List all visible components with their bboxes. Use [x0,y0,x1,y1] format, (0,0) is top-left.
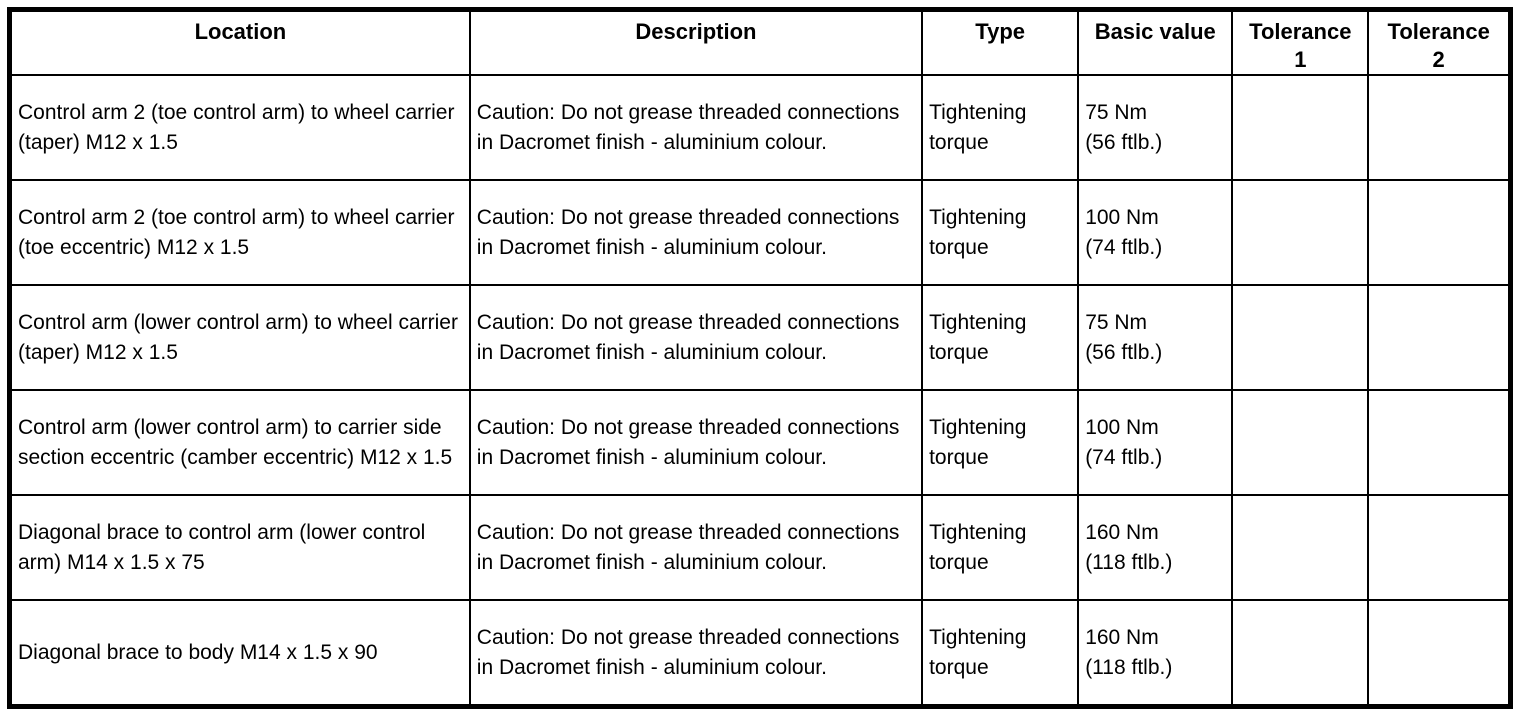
column-header-type: Type [921,8,1080,76]
location-cell: Control arm 2 (toe control arm) to wheel… [8,179,471,286]
basic-value-cell: 100 Nm (74 ftlb.) [1077,389,1234,496]
tolerance-1-cell [1231,179,1370,286]
table-row: Diagonal brace to body M14 x 1.5 x 90 Ca… [8,599,1512,708]
description-cell: Caution: Do not grease threaded connecti… [468,494,924,601]
tolerance-2-cell [1367,179,1512,286]
location-cell: Diagonal brace to control arm (lower con… [8,494,471,601]
basic-value-cell: 75 Nm (56 ftlb.) [1077,284,1234,391]
basic-value-cell: 100 Nm (74 ftlb.) [1077,179,1234,286]
type-cell: Tightening torque [921,74,1080,181]
basic-value-cell: 160 Nm (118 ftlb.) [1077,599,1234,708]
tolerance-1-cell [1231,494,1370,601]
header-row: Location Description Type Basic value To… [8,8,1512,76]
column-header-basic-value: Basic value [1077,8,1234,76]
tolerance-2-cell [1367,494,1512,601]
tolerance-2-cell [1367,284,1512,391]
table-header: Location Description Type Basic value To… [8,8,1512,76]
table-body: Control arm 2 (toe control arm) to wheel… [8,74,1512,708]
location-cell: Control arm (lower control arm) to wheel… [8,284,471,391]
location-cell: Diagonal brace to body M14 x 1.5 x 90 [8,599,471,708]
basic-value-cell: 75 Nm (56 ftlb.) [1077,74,1234,181]
column-header-description: Description [468,8,924,76]
type-cell: Tightening torque [921,494,1080,601]
tolerance-1-cell [1231,74,1370,181]
type-cell: Tightening torque [921,389,1080,496]
description-cell: Caution: Do not grease threaded connecti… [468,179,924,286]
tolerance-1-cell [1231,284,1370,391]
location-cell: Control arm (lower control arm) to carri… [8,389,471,496]
table-row: Control arm (lower control arm) to carri… [8,389,1512,496]
description-cell: Caution: Do not grease threaded connecti… [468,74,924,181]
tolerance-2-cell [1367,74,1512,181]
type-cell: Tightening torque [921,599,1080,708]
tolerance-2-cell [1367,389,1512,496]
column-header-tolerance-1: Tolerance 1 [1231,8,1370,76]
tolerance-1-cell [1231,389,1370,496]
torque-spec-table: Location Description Type Basic value To… [7,7,1513,709]
table-row: Control arm (lower control arm) to wheel… [8,284,1512,391]
location-cell: Control arm 2 (toe control arm) to wheel… [8,74,471,181]
type-cell: Tightening torque [921,179,1080,286]
type-cell: Tightening torque [921,284,1080,391]
table-row: Control arm 2 (toe control arm) to wheel… [8,74,1512,181]
description-cell: Caution: Do not grease threaded connecti… [468,284,924,391]
tolerance-1-cell [1231,599,1370,708]
basic-value-cell: 160 Nm (118 ftlb.) [1077,494,1234,601]
description-cell: Caution: Do not grease threaded connecti… [468,599,924,708]
description-cell: Caution: Do not grease threaded connecti… [468,389,924,496]
column-header-tolerance-2: Tolerance 2 [1367,8,1512,76]
tolerance-2-cell [1367,599,1512,708]
table-row: Diagonal brace to control arm (lower con… [8,494,1512,601]
table-row: Control arm 2 (toe control arm) to wheel… [8,179,1512,286]
column-header-location: Location [8,8,471,76]
